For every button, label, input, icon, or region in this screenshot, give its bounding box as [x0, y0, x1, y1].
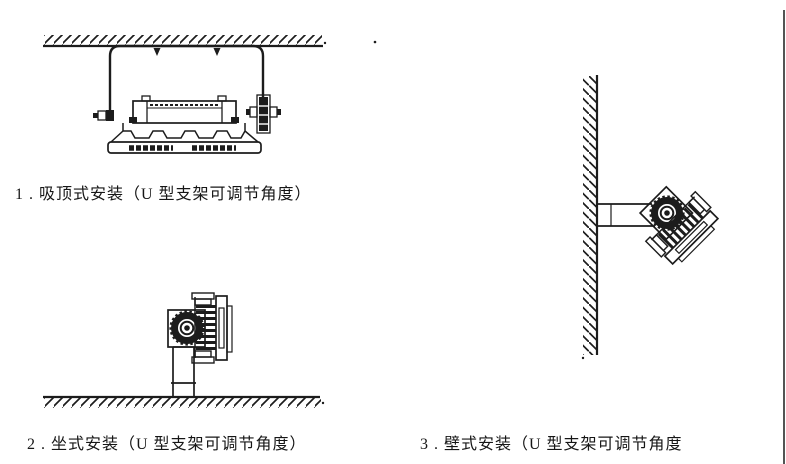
- wall-hatch: [583, 76, 597, 355]
- figure3-wall-mount-drawing: [581, 75, 724, 360]
- ceiling-hatch: [44, 35, 322, 46]
- bracket-screw-icon: [213, 48, 221, 56]
- led-tray: [107, 141, 262, 154]
- ceiling-surface: [43, 35, 327, 48]
- driver-box: [132, 100, 237, 124]
- figure2-caption: 2 . 坐式安装（U 型支架可调节角度）: [27, 436, 307, 453]
- ground-surface: [43, 395, 325, 408]
- figure1-ceiling-mount-drawing: [43, 35, 377, 154]
- figure3-caption: 3 . 壁式安装（U 型支架可调节角度: [420, 436, 683, 453]
- right-clamp-plate: [246, 94, 281, 134]
- heatsink: [122, 123, 246, 139]
- floodlight-front-view: [107, 95, 262, 154]
- bracket-screw-icon: [153, 48, 161, 56]
- stray-dot: [373, 40, 377, 44]
- figure1-caption: 1 . 吸顶式安装（U 型支架可调节角度）: [15, 186, 312, 203]
- floodlight-side-view: [168, 293, 232, 363]
- ground-hatch: [44, 398, 321, 408]
- figure2-pedestal-mount-drawing: [43, 293, 325, 408]
- left-clamp-bolt: [93, 110, 114, 121]
- wall-surface: [581, 75, 599, 360]
- mounting-pole: [171, 346, 196, 397]
- floodlight-side-view-tilted: [629, 175, 724, 270]
- mounting-arm: [598, 203, 655, 227]
- u-bracket: [93, 44, 281, 134]
